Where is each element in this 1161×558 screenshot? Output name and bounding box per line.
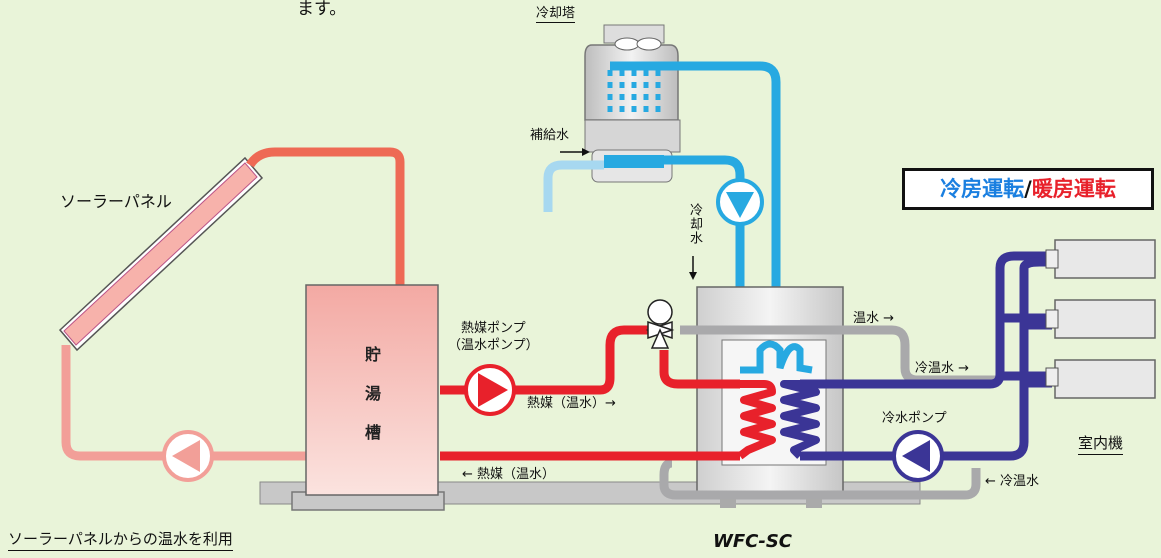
mode-box: 冷房運転/暖房運転	[902, 168, 1154, 210]
heat-medium-pump	[464, 364, 516, 416]
indoor-units	[1045, 239, 1156, 399]
tank-label: 貯 湯 槽	[308, 335, 438, 452]
solar-pump	[162, 430, 214, 482]
heat-medium-pipe-valve	[659, 350, 740, 389]
chilled-pump-label: 冷水ポンプ	[882, 411, 947, 426]
solar-panel-label: ソーラーパネル	[60, 192, 172, 211]
gray-pipe-lower	[659, 458, 981, 500]
gray-pipe-upper	[680, 325, 1000, 385]
cooling-water-pipe-down	[664, 155, 745, 370]
chilled-hot-water-label: 冷温水 →	[915, 361, 970, 376]
chilled-water-pump	[892, 430, 944, 482]
heat-medium-pipe-out	[440, 325, 660, 395]
cooling-tower	[584, 24, 681, 183]
solar-supply-pipe	[246, 147, 405, 285]
mode-heating: 暖房運転	[1031, 177, 1116, 201]
storage-tank	[305, 284, 439, 496]
three-way-valve	[645, 299, 675, 349]
chilled-return-pipe	[800, 257, 1052, 461]
cooling-tower-label: 冷却塔	[536, 2, 576, 23]
chilled-hot-return-label: ← 冷温水	[985, 474, 1040, 489]
tank-char-3: 槽	[364, 423, 381, 442]
mode-separator: /	[1024, 177, 1032, 201]
heat-medium-coil	[737, 380, 776, 460]
chilled-coil	[780, 380, 820, 459]
solar-return-pipe	[61, 345, 306, 461]
indoor-unit-label: 室内機	[1078, 432, 1124, 455]
model-name: WFC-SC	[713, 531, 793, 552]
makeup-arrowhead	[582, 148, 590, 156]
heat-medium-return-label: ← 熱媒（温水）	[462, 467, 556, 482]
cooling-water-pump	[716, 178, 764, 226]
solar-panel	[58, 156, 264, 352]
tank-char-1: 貯	[364, 345, 381, 364]
top-text: ます。	[297, 0, 347, 19]
cooling-water-arrowhead	[689, 272, 697, 280]
bottom-caption: ソーラーパネルからの温水を利用	[8, 528, 233, 551]
hot-water-label: 温水 →	[853, 311, 895, 326]
tank-char-2: 湯	[364, 384, 381, 403]
cooling-water-label: 冷却水	[687, 203, 702, 245]
heat-pump-label-1: 熱媒ポンプ	[461, 321, 526, 336]
makeup-water-pipe	[543, 160, 604, 212]
makeup-water-label: 補給水	[530, 128, 570, 143]
cooling-coil	[740, 340, 813, 374]
heat-medium-out-label: 熱媒（温水）→	[527, 396, 616, 411]
mode-cooling: 冷房運転	[940, 177, 1025, 201]
wfc-unit	[696, 286, 844, 508]
heat-pump-label-2: （温水ポンプ）	[448, 338, 539, 353]
